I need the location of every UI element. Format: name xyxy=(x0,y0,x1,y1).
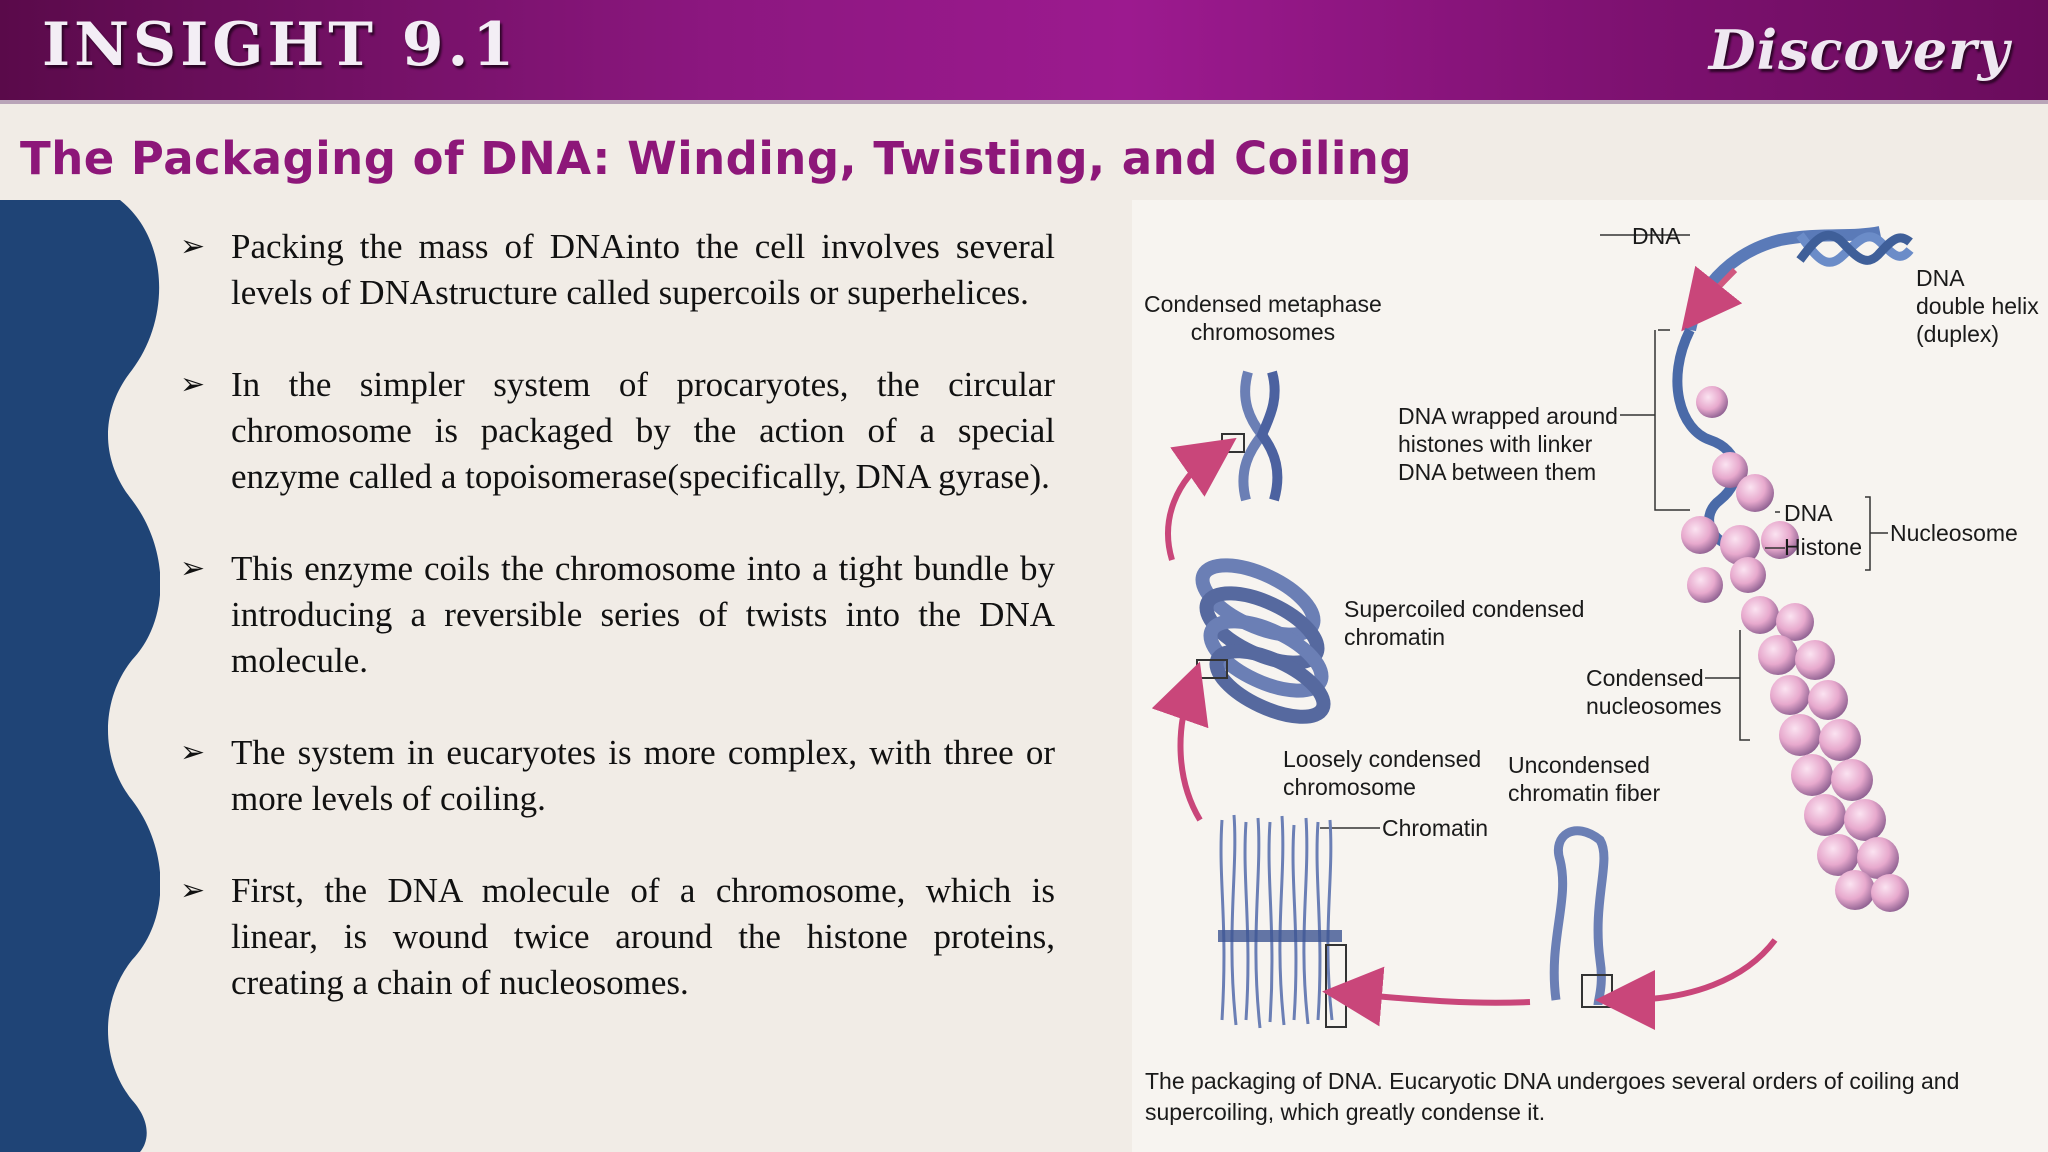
label-double-helix: DNA double helix (duplex) xyxy=(1916,265,2039,347)
label-dna: DNA xyxy=(1632,223,1681,249)
arrow-bullet-icon: ➢ xyxy=(180,552,206,585)
bullet-text: The system in eucaryotes is more complex… xyxy=(231,733,1055,818)
bullet-item: ➢ First, the DNA molecule of a chromosom… xyxy=(180,868,1055,1006)
header-title: INSIGHT 9.1 xyxy=(42,10,519,80)
label-metaphase-chromosomes: Condensed metaphase chromosomes xyxy=(1144,291,1382,345)
dna-double-helix xyxy=(1681,226,1914,332)
bullet-list: ➢ Packing the mass of DNAinto the cell i… xyxy=(180,224,1055,1052)
label-chromatin: Chromatin xyxy=(1382,815,1489,841)
bullet-text: In the simpler system of procaryotes, th… xyxy=(231,365,1055,496)
nucleosome-beads xyxy=(1681,386,1799,603)
bullet-text: First, the DNA molecule of a chromosome,… xyxy=(231,871,1055,1002)
supercoiled-chromatin-coil xyxy=(1195,558,1331,724)
label-loosely-condensed: Loosely condensed chromosome xyxy=(1283,746,1482,800)
bullet-item: ➢ Packing the mass of DNAinto the cell i… xyxy=(180,224,1055,316)
metaphase-chromosome xyxy=(1221,370,1283,502)
left-wave-panel xyxy=(0,200,160,1152)
label-wrapped-histones: DNA wrapped around histones with linker … xyxy=(1398,403,1618,485)
bullet-text: This enzyme coils the chromosome into a … xyxy=(231,549,1055,680)
header-discovery-label: Discovery xyxy=(1708,18,2010,82)
figure-caption: The packaging of DNA. Eucaryotic DNA und… xyxy=(1145,1068,1960,1125)
label-histone: Histone xyxy=(1784,534,1862,560)
arrow-bullet-icon: ➢ xyxy=(180,230,206,263)
arrow-bullet-icon: ➢ xyxy=(180,736,206,769)
arrow-bullet-icon: ➢ xyxy=(180,874,206,907)
label-condensed-nucleosomes: Condensed nucleosomes xyxy=(1586,665,1722,719)
uncondensed-chromatin-fiber xyxy=(1549,826,1613,1008)
label-bracket-lines xyxy=(1320,234,1888,829)
bullet-item: ➢ This enzyme coils the chromosome into … xyxy=(180,546,1055,684)
condensed-nucleosomes-bundle xyxy=(1741,596,1909,912)
slide-subtitle: The Packaging of DNA: Winding, Twisting,… xyxy=(20,132,1413,185)
bullet-item: ➢ The system in eucaryotes is more compl… xyxy=(180,730,1055,822)
label-supercoiled-chromatin: Supercoiled condensed chromatin xyxy=(1344,596,1585,650)
header-bar: INSIGHT 9.1 Discovery xyxy=(0,0,2048,104)
label-dna-small: DNA xyxy=(1784,500,1833,526)
bullet-text: Packing the mass of DNAinto the cell inv… xyxy=(231,227,1055,312)
label-nucleosome: Nucleosome xyxy=(1890,520,2018,546)
linker-dna-strand xyxy=(1672,327,1741,550)
label-uncondensed-fiber: Uncondensed chromatin fiber xyxy=(1508,752,1661,806)
bullet-item: ➢ In the simpler system of procaryotes, … xyxy=(180,362,1055,500)
packaging-cycle-arrows xyxy=(1151,437,1778,1030)
loosely-condensed-chromosome xyxy=(1218,814,1347,1029)
arrow-bullet-icon: ➢ xyxy=(180,368,206,401)
figure-panel xyxy=(1132,200,2048,1152)
